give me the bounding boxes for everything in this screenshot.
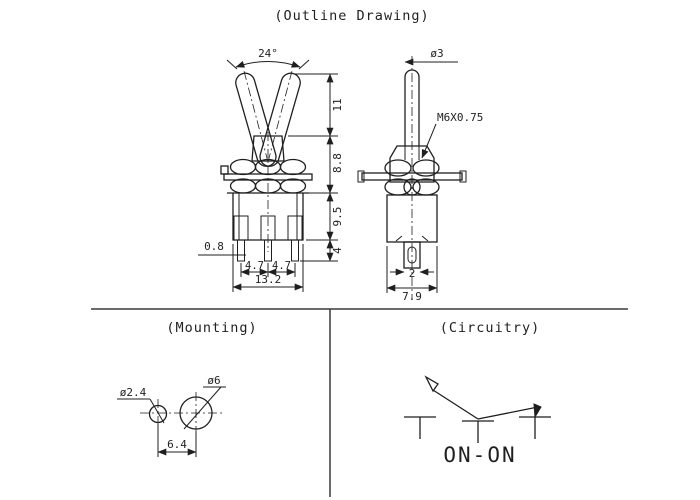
pin-pitch-label: 4.7 (272, 260, 291, 272)
switch-mode-label: ON-ON (443, 443, 516, 467)
lever-position-right (259, 72, 301, 167)
lever-centerline-right (267, 70, 293, 163)
mounting-hole-small (148, 404, 168, 424)
terminal-thickness-label: 0.8 (204, 240, 224, 253)
large-hole-leader (183, 386, 222, 430)
lever-position-left (235, 72, 277, 167)
hole-spacing-label: 6.4 (167, 438, 187, 451)
mounting-section: (Mounting) ø2.4 ø6 6.4 (117, 320, 257, 457)
angle-extension-line (298, 59, 310, 70)
plate-end-cap (357, 170, 365, 183)
washer (279, 178, 307, 194)
pin-pitch-label: 4.7 (245, 260, 264, 272)
terminal-slot (407, 246, 417, 264)
terminal-post (233, 215, 249, 241)
circuitry-title: (Circuitry) (440, 320, 540, 336)
bushing (251, 135, 285, 162)
contact-throw-left (432, 389, 479, 420)
lock-washer-plate (223, 173, 313, 181)
terminal-pin (264, 239, 272, 262)
bushing-height-label: 8.8 (331, 153, 344, 173)
body-height-label: 9.5 (331, 207, 344, 227)
outline-drawing-title: (Outline Drawing) (274, 8, 429, 24)
terminal-length-label: 4 (331, 247, 344, 254)
actuator-diameter-label: ø3 (430, 47, 443, 60)
terminal-pin (291, 239, 299, 262)
angle-dimension-arc (235, 60, 301, 68)
throw-angle-label: 24° (258, 47, 278, 60)
terminal-width-label: 2 (409, 267, 416, 280)
thread-spec-label: M6X0.75 (437, 111, 483, 124)
front-view: 24° 0.8 11 (198, 47, 344, 292)
mounting-title: (Mounting) (166, 320, 257, 336)
terminal-pin (403, 241, 421, 269)
body-corner-mark (395, 235, 403, 242)
washer (229, 158, 257, 176)
lever (404, 69, 420, 146)
terminal-post (287, 215, 303, 241)
washer (229, 178, 257, 194)
body-depth-label: 7.9 (402, 290, 422, 303)
side-view: ø3 M6X0.75 2 7.9 (357, 47, 483, 303)
small-hole-diameter-label: ø2.4 (120, 386, 147, 399)
contact-tip-right (533, 403, 542, 419)
plate-end-cap (459, 170, 467, 183)
large-hole-diameter-label: ø6 (207, 374, 220, 387)
thread-spec-leader (421, 123, 437, 159)
lever-centerline-left (243, 70, 269, 163)
contact-throw-right (477, 406, 539, 420)
contact-tip-left (424, 375, 439, 393)
washer (279, 158, 307, 176)
washer (384, 159, 412, 177)
terminal-pin (237, 239, 245, 262)
lock-washer-plate (361, 172, 463, 181)
hex-nut (389, 145, 435, 183)
lock-washer-tab (220, 165, 229, 175)
circuitry-section: (Circuitry) ON-ON (404, 320, 551, 467)
body-corner-mark (421, 235, 429, 242)
mounting-hole-large (179, 396, 213, 430)
lever-height-label: 11 (331, 98, 344, 111)
body-width-label: 13.2 (255, 273, 282, 286)
angle-extension-line (226, 59, 238, 70)
washer (412, 159, 440, 177)
small-hole-leader (149, 398, 165, 424)
